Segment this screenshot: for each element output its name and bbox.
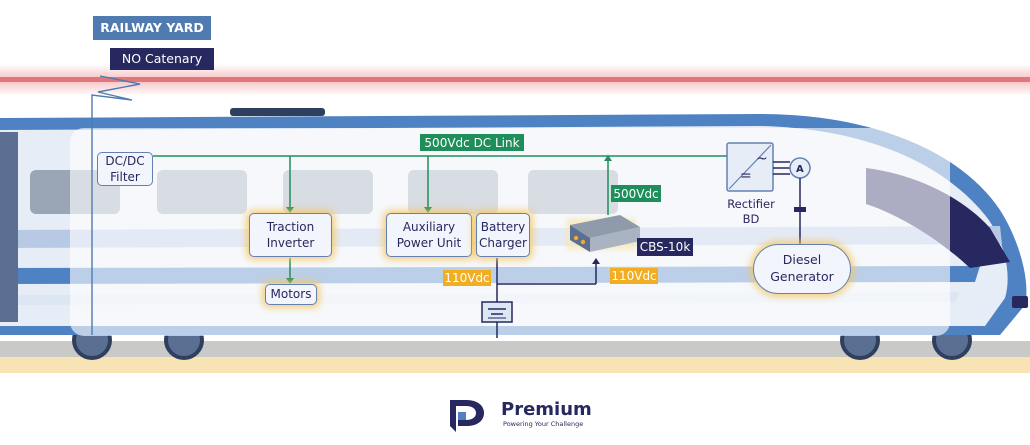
output-110vdc-left-badge: 110Vdc (443, 270, 491, 286)
rectifier-line1: Rectifier (727, 197, 775, 211)
traction-inverter-line1: Traction (266, 219, 315, 234)
dc-filter-line2: Filter (110, 170, 140, 184)
catenary-tag: NO Catenary (110, 48, 214, 70)
dc-filter-box: DC/DC Filter (97, 152, 153, 186)
brand-slogan: Powering Your Challenge (503, 420, 584, 428)
output-110vdc-right-badge: 110Vdc (610, 268, 658, 284)
battery-symbol (481, 301, 513, 323)
ac-lines (773, 161, 790, 175)
rectifier-ac-symbol: ~ (756, 151, 768, 167)
diesel-generator-line1: Diesel (782, 252, 822, 268)
traction-inverter-box: Traction Inverter (249, 213, 332, 257)
rectifier-block (726, 142, 774, 192)
platform-edge (0, 357, 1030, 373)
rectifier-dc-symbol: = (740, 168, 752, 184)
battery-arrow (592, 258, 600, 264)
output-500vdc-badge: 500Vdc (611, 185, 661, 202)
diesel-generator-line2: Generator (770, 269, 834, 284)
converter-model-badge: CBS-10k (637, 238, 693, 256)
cbs-converter-device (566, 215, 640, 252)
nose-lamp (1012, 296, 1028, 308)
rectifier-label: Rectifier BD (726, 197, 776, 227)
brand-name: Premium (501, 399, 592, 420)
shaft-coupling (794, 207, 806, 212)
ammeter-symbol: A (796, 164, 804, 175)
catenary-wire (0, 77, 1030, 82)
location-tag: RAILWAY YARD (93, 16, 211, 40)
diesel-generator-box: Diesel Generator (753, 244, 851, 294)
traction-inverter-line2: Inverter (266, 236, 315, 250)
dc-link-label: 500Vdc DC Link (420, 134, 524, 151)
roof-equipment (230, 108, 325, 116)
rectifier-line2: BD (742, 211, 760, 226)
battery-charger-line1: Battery (480, 219, 526, 234)
motors-box: Motors (265, 284, 317, 305)
apu-line1: Auxiliary (402, 219, 456, 234)
car-end (0, 132, 18, 322)
track-ballast (0, 341, 1030, 357)
pantograph (91, 75, 141, 335)
battery-charger-line2: Charger (479, 236, 527, 250)
premium-logo-icon (450, 400, 484, 432)
auxiliary-power-unit-box: Auxiliary Power Unit (386, 213, 472, 257)
apu-line2: Power Unit (396, 236, 462, 250)
battery-charger-box: Battery Charger (476, 213, 530, 257)
dc-filter-line1: DC/DC (105, 153, 145, 168)
